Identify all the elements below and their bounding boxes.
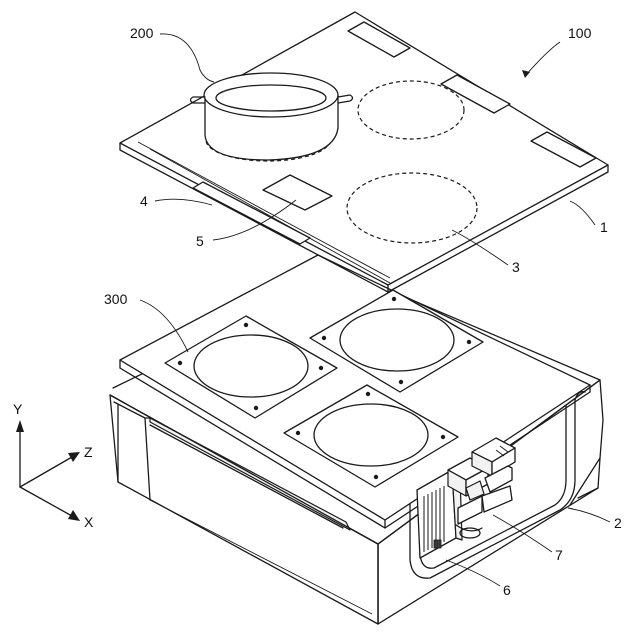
label-display-window: 4 <box>140 193 148 209</box>
label-housing: 2 <box>614 515 622 531</box>
axis-indicator: Y Z X <box>13 401 94 530</box>
leader-4 <box>155 199 212 205</box>
label-operation-area: 5 <box>196 233 204 249</box>
top-plate <box>120 12 608 292</box>
label-circuit-board: 6 <box>503 582 511 598</box>
label-heating-zone: 3 <box>512 259 520 275</box>
axis-z-label: Z <box>84 444 93 460</box>
leader-200 <box>160 34 214 82</box>
label-top-plate: 1 <box>600 219 608 235</box>
axis-x-label: X <box>84 514 94 530</box>
label-pot: 200 <box>130 25 154 41</box>
axis-y-label: Y <box>13 401 23 417</box>
leader-100 <box>525 42 560 76</box>
leader-1 <box>570 201 595 225</box>
leader-2 <box>568 508 610 522</box>
label-components: 7 <box>555 547 563 563</box>
label-fan-unit: 300 <box>104 291 128 307</box>
label-device: 100 <box>568 25 592 41</box>
